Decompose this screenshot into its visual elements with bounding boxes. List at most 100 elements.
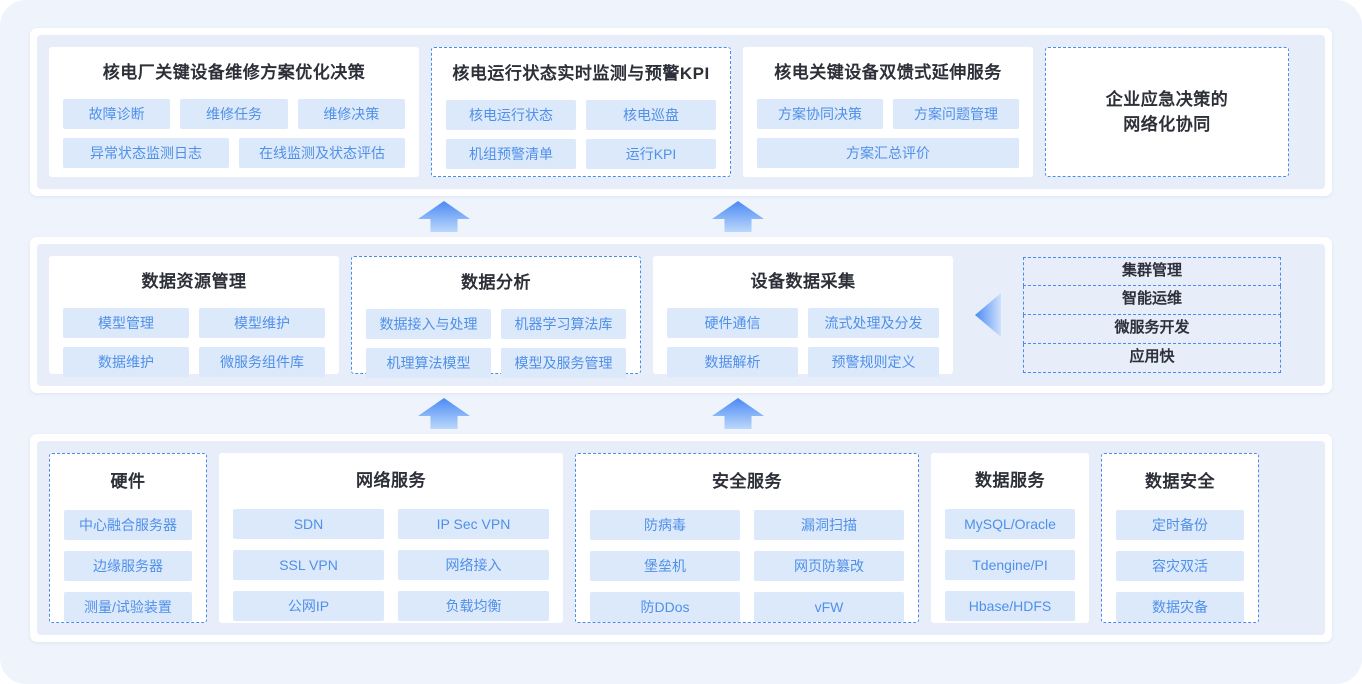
chip-nuclear-operating-state[interactable]: 核电运行状态 (446, 99, 576, 130)
panel-security-service[interactable]: 安全服务 防病毒 漏洞扫描 堡垒机 网页防篡改 防DDos vFW (575, 453, 919, 623)
chip-edge-server[interactable]: 边缘服务器 (64, 550, 192, 581)
chip-column: 定时备份 容灾双活 数据灾备 (1116, 509, 1244, 622)
chip-row: 方案协同决策 方案问题管理 (757, 98, 1019, 129)
chip-data-ingestion-processing[interactable]: 数据接入与处理 (366, 308, 491, 339)
chip-microservice-component-library[interactable]: 微服务组件库 (199, 346, 325, 377)
chip-mysql-oracle[interactable]: MySQL/Oracle (945, 508, 1075, 539)
stack-item-intelligent-ops[interactable]: 智能运维 (1023, 286, 1281, 315)
chip-row: 核电运行状态 核电巡盘 (446, 99, 716, 130)
chip-fault-diagnosis[interactable]: 故障诊断 (63, 98, 171, 129)
panel-device-data-collection[interactable]: 设备数据采集 硬件通信 流式处理及分发 数据解析 预警规则定义 (653, 256, 953, 377)
chip-alarm-rule-definition[interactable]: 预警规则定义 (808, 346, 939, 377)
panel-title-monitoring: 核电运行状态实时监测与预警KPI (452, 64, 710, 83)
panel-data-service[interactable]: 数据服务 MySQL/Oracle Tdengine/PI Hbase/HDFS (931, 453, 1089, 623)
chip-nuclear-patrol-board[interactable]: 核电巡盘 (586, 99, 716, 130)
chip-operating-kpi[interactable]: 运行KPI (586, 138, 716, 169)
infrastructure-layer-inner: 硬件 中心融合服务器 边缘服务器 测量/试验装置 网络服务 SDN IP Sec… (37, 441, 1325, 635)
panel-title-network-service: 网络服务 (356, 471, 426, 490)
chip-network-access[interactable]: 网络接入 (398, 549, 549, 580)
chip-hbase-hdfs[interactable]: Hbase/HDFS (945, 590, 1075, 621)
left-arrow-ops-wrap (965, 256, 1011, 374)
up-arrow-platform-left (418, 398, 470, 429)
infrastructure-layer-row: 硬件 中心融合服务器 边缘服务器 测量/试验装置 网络服务 SDN IP Sec… (30, 434, 1332, 642)
chip-sdn[interactable]: SDN (233, 508, 384, 539)
panel-data-security[interactable]: 数据安全 定时备份 容灾双活 数据灾备 (1101, 453, 1259, 623)
up-arrow-app-right (712, 201, 764, 232)
chip-stream-processing-distribution[interactable]: 流式处理及分发 (808, 307, 939, 338)
chip-ipsec-vpn[interactable]: IP Sec VPN (398, 508, 549, 539)
chip-antivirus[interactable]: 防病毒 (590, 509, 740, 540)
chip-column: 中心融合服务器 边缘服务器 测量/试验装置 (64, 509, 192, 622)
chip-unit-alarm-list[interactable]: 机组预警清单 (446, 138, 576, 169)
chip-load-balancing[interactable]: 负载均衡 (398, 590, 549, 621)
chip-scheduled-backup[interactable]: 定时备份 (1116, 509, 1244, 540)
chip-mechanism-algorithm-model[interactable]: 机理算法模型 (366, 347, 491, 378)
chip-row: 数据接入与处理 机器学习算法库 (366, 308, 626, 339)
stack-item-microservice-development[interactable]: 微服务开发 (1023, 315, 1281, 344)
up-arrow-app-left (418, 201, 470, 232)
left-arrow-ops-icon (975, 293, 1001, 337)
application-layer-row: 核电厂关键设备维修方案优化决策 故障诊断 维修任务 维修决策 异常状态监测日志 … (30, 28, 1332, 196)
chip-row: 机组预警清单 运行KPI (446, 138, 716, 169)
chip-row: 故障诊断 维修任务 维修决策 (63, 98, 405, 129)
chip-central-converged-server[interactable]: 中心融合服务器 (64, 509, 192, 540)
panel-network-service[interactable]: 网络服务 SDN IP Sec VPN SSL VPN 网络接入 公网IP 负载… (219, 453, 563, 623)
chip-row: 硬件通信 流式处理及分发 (667, 307, 939, 338)
chip-plan-collaborative-decision[interactable]: 方案协同决策 (757, 98, 883, 129)
panel-data-resource-management[interactable]: 数据资源管理 模型管理 模型维护 数据维护 微服务组件库 (49, 256, 339, 377)
chip-model-maintenance[interactable]: 模型维护 (199, 307, 325, 338)
panel-title-emergency: 企业应急决策的 网络化协同 (1105, 90, 1229, 134)
panel-title-maintenance: 核电厂关键设备维修方案优化决策 (102, 63, 366, 82)
chip-measurement-test-device[interactable]: 测量/试验装置 (64, 591, 192, 622)
panel-data-analysis[interactable]: 数据分析 数据接入与处理 机器学习算法库 机理算法模型 模型及服务管理 (351, 256, 641, 378)
panel-title-data-resource: 数据资源管理 (141, 272, 247, 291)
chip-maintenance-task[interactable]: 维修任务 (180, 98, 288, 129)
chip-data-disaster-backup[interactable]: 数据灾备 (1116, 591, 1244, 622)
panel-title-dual-feed: 核电关键设备双馈式延伸服务 (774, 63, 1002, 82)
chip-plan-summary-evaluation[interactable]: 方案汇总评价 (757, 137, 1019, 168)
chip-machine-learning-library[interactable]: 机器学习算法库 (501, 308, 626, 339)
chip-disaster-recovery-active-active[interactable]: 容灾双活 (1116, 550, 1244, 581)
chip-tdengine-pi[interactable]: Tdengine/PI (945, 549, 1075, 580)
application-layer-inner: 核电厂关键设备维修方案优化决策 故障诊断 维修任务 维修决策 异常状态监测日志 … (37, 35, 1325, 189)
chip-web-tamper-protection[interactable]: 网页防篡改 (754, 550, 904, 581)
panel-title-device-data: 设备数据采集 (750, 272, 856, 291)
chip-public-ip[interactable]: 公网IP (233, 590, 384, 621)
chip-plan-issue-management[interactable]: 方案问题管理 (893, 98, 1019, 129)
panel-title-data-service: 数据服务 (975, 471, 1045, 490)
panel-hardware[interactable]: 硬件 中心融合服务器 边缘服务器 测量/试验装置 (49, 453, 207, 623)
panel-realtime-monitoring-kpi[interactable]: 核电运行状态实时监测与预警KPI 核电运行状态 核电巡盘 机组预警清单 运行KP… (431, 47, 731, 177)
platform-layer-inner: 数据资源管理 模型管理 模型维护 数据维护 微服务组件库 数据分析 数据接入与处… (37, 244, 1325, 386)
panel-title-security-service: 安全服务 (712, 472, 782, 491)
chip-hardware-communication[interactable]: 硬件通信 (667, 307, 798, 338)
panel-title-data-security: 数据安全 (1145, 472, 1215, 491)
chip-data-parsing[interactable]: 数据解析 (667, 346, 798, 377)
chip-row: 数据解析 预警规则定义 (667, 346, 939, 377)
chip-ssl-vpn[interactable]: SSL VPN (233, 549, 384, 580)
panel-title-data-analysis: 数据分析 (461, 273, 531, 292)
platform-layer-row: 数据资源管理 模型管理 模型维护 数据维护 微服务组件库 数据分析 数据接入与处… (30, 237, 1332, 393)
chip-grid: 防病毒 漏洞扫描 堡垒机 网页防篡改 防DDos vFW (590, 509, 904, 622)
chip-bastion-host[interactable]: 堡垒机 (590, 550, 740, 581)
panel-title-hardware: 硬件 (110, 472, 146, 491)
ops-capability-stack: 集群管理 智能运维 微服务开发 应用快 (1023, 256, 1281, 374)
chip-data-maintenance[interactable]: 数据维护 (63, 346, 189, 377)
stack-item-application-fast[interactable]: 应用快 (1023, 344, 1281, 373)
chip-model-service-management[interactable]: 模型及服务管理 (501, 347, 626, 378)
stack-item-cluster-management[interactable]: 集群管理 (1023, 257, 1281, 286)
chip-online-monitoring-assessment[interactable]: 在线监测及状态评估 (239, 137, 405, 168)
chip-anti-ddos[interactable]: 防DDos (590, 591, 740, 622)
chip-model-management[interactable]: 模型管理 (63, 307, 189, 338)
chip-row: 异常状态监测日志 在线监测及状态评估 (63, 137, 405, 168)
panel-emergency-decision-collaboration[interactable]: 企业应急决策的 网络化协同 (1045, 47, 1289, 177)
chip-maintenance-decision[interactable]: 维修决策 (297, 98, 405, 129)
chip-vulnerability-scan[interactable]: 漏洞扫描 (754, 509, 904, 540)
panel-maintenance-optimization[interactable]: 核电厂关键设备维修方案优化决策 故障诊断 维修任务 维修决策 异常状态监测日志 … (49, 47, 419, 177)
chip-row: 模型管理 模型维护 (63, 307, 325, 338)
panel-dual-feed-extension-service[interactable]: 核电关键设备双馈式延伸服务 方案协同决策 方案问题管理 方案汇总评价 (743, 47, 1033, 177)
chip-vfw[interactable]: vFW (754, 591, 904, 622)
chip-row: 数据维护 微服务组件库 (63, 346, 325, 377)
chip-abnormal-state-log[interactable]: 异常状态监测日志 (63, 137, 229, 168)
up-arrow-platform-right (712, 398, 764, 429)
